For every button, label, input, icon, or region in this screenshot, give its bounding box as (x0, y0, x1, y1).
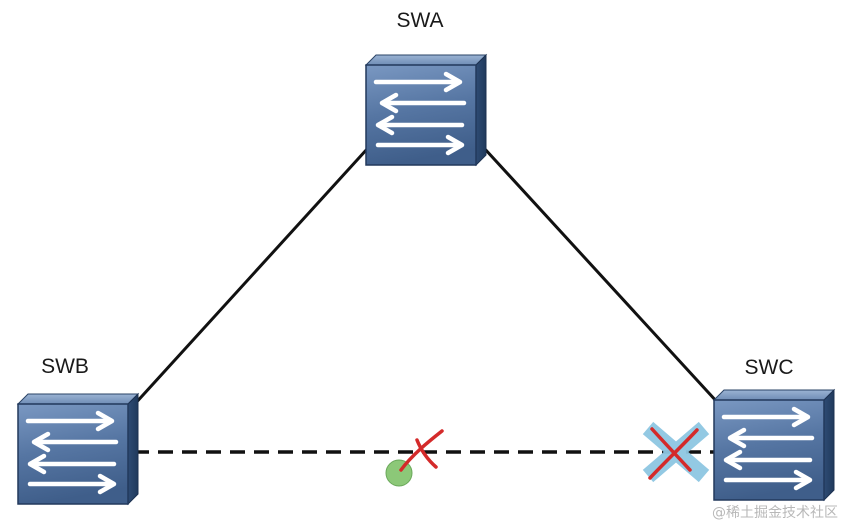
link-swa-swc (482, 146, 720, 405)
switch-swa-icon (366, 55, 486, 165)
switch-swc-icon (714, 390, 834, 500)
watermark: @稀土掘金技术社区 (712, 505, 838, 521)
red-x-icon-swc (648, 427, 699, 480)
switch-swb-label: SWB (41, 355, 89, 378)
link-swa-swb (131, 146, 370, 408)
switch-swc-label: SWC (745, 356, 794, 379)
switch-swa-label: SWA (396, 9, 443, 32)
red-x-icon (399, 429, 444, 472)
switch-swb-icon (18, 394, 138, 504)
